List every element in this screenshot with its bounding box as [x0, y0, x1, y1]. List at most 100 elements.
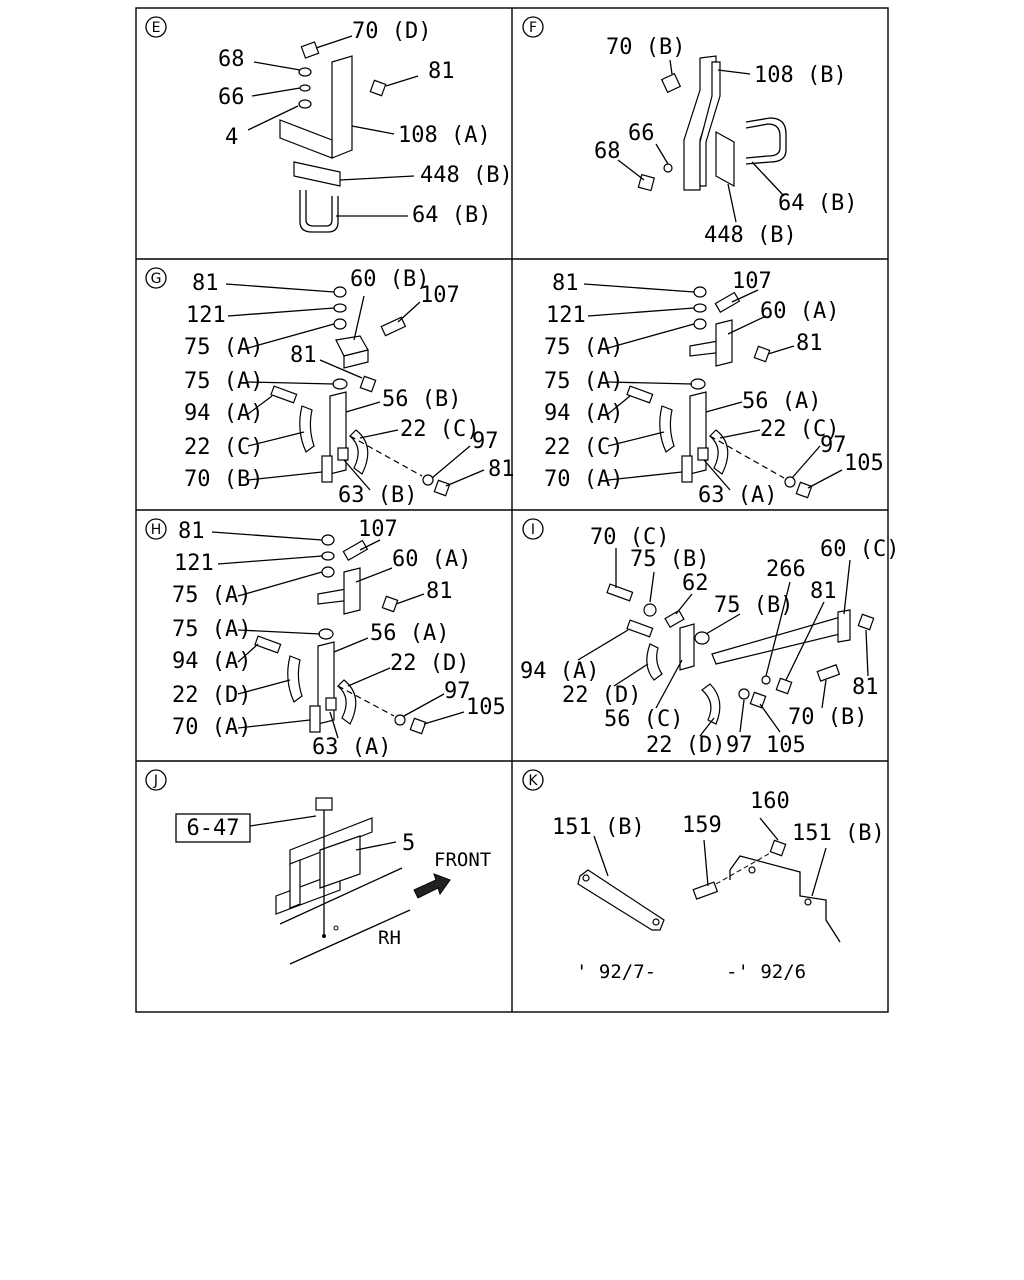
panel-g: G — [145, 267, 884, 508]
panel-i-label-11: 70 (B) — [788, 705, 867, 730]
panel-k-label-2: 159 — [682, 813, 722, 838]
panel-g-left-label-10: 22 (C) — [400, 417, 479, 442]
panel-g-left-label-13: 81 — [488, 457, 515, 482]
panel-i-label-13: 97 — [726, 733, 753, 758]
panel-i-label-14: 105 — [766, 733, 806, 758]
panel-h-label-4: 75 (A) — [172, 583, 251, 608]
panel-h-label-3: 60 (A) — [392, 547, 471, 572]
panel-g-left-label-6: 75 (A) — [184, 369, 263, 394]
panel-h-label-10: 22 (D) — [390, 651, 469, 676]
panel-h-label-13: 70 (A) — [172, 715, 251, 740]
panel-i-label-0: 70 (C) — [590, 525, 669, 550]
panel-i-label-2: 62 — [682, 571, 709, 596]
panel-g-right-label-9: 22 (C) — [544, 435, 623, 460]
panel-g-right-label-14: 63 (A) — [698, 483, 777, 508]
panel-i-label-8: 22 (D) — [562, 683, 641, 708]
panel-g-right-label-3: 60 (A) — [760, 299, 839, 324]
panel-k-date-left: ' 92/7- — [576, 961, 656, 983]
panel-g-right-drawing — [626, 286, 813, 499]
panel-f-label-2: 66 — [628, 121, 655, 146]
panel-i-label-9: 81 — [852, 675, 879, 700]
panel-j-ref-box: 6-47 — [187, 816, 240, 841]
panel-g-right-label-5: 81 — [796, 331, 823, 356]
panel-e-label-7: 64 (B) — [412, 203, 491, 228]
panel-f-label-3: 68 — [594, 139, 621, 164]
panel-g-left-label-0: 81 — [192, 271, 219, 296]
panel-h-label-1: 107 — [358, 517, 398, 542]
panel-g-left-label-8: 56 (B) — [382, 387, 461, 412]
panel-f-label-4: 64 (B) — [778, 191, 857, 216]
panel-i-label-10: 56 (C) — [604, 707, 683, 732]
panel-i-label-12: 22 (D) — [646, 733, 725, 758]
panel-i-label-6: 81 — [810, 579, 837, 604]
panel-k-date-right: -' 92/6 — [726, 961, 806, 983]
panel-g-left-label-1: 60 (B) — [350, 267, 429, 292]
panel-h-id: H — [151, 522, 162, 538]
panel-j-id: J — [153, 773, 158, 789]
panel-e: E 70 (D) 68 81 66 4 108 (A) 448 (B) — [145, 16, 513, 233]
panel-h-label-7: 56 (A) — [370, 621, 449, 646]
panel-i-id: I — [531, 522, 535, 538]
panel-j-label-0: 5 — [402, 831, 415, 856]
panel-e-label-5: 108 (A) — [398, 123, 491, 148]
panel-k-label-1: 160 — [750, 789, 790, 814]
panel-g-right-label-8: 94 (A) — [544, 401, 623, 426]
panel-k-label-0: 151 (B) — [552, 815, 645, 840]
panel-j-direction: FRONT — [434, 849, 491, 871]
panel-g-right-label-1: 107 — [732, 269, 772, 294]
panel-f-label-5: 448 (B) — [704, 223, 797, 248]
panel-j-drawing — [275, 797, 411, 965]
panel-g-right-label-0: 81 — [552, 271, 579, 296]
panel-h-label-5: 81 — [426, 579, 453, 604]
panel-e-label-6: 448 (B) — [420, 163, 513, 188]
panel-i-drawing — [606, 583, 875, 725]
panel-h-label-11: 97 — [444, 679, 471, 704]
panel-g-right-label-12: 105 — [844, 451, 884, 476]
panel-f-label-1: 108 (B) — [754, 63, 847, 88]
panel-e-label-1: 68 — [218, 47, 245, 72]
panel-g-left-label-2: 107 — [420, 283, 460, 308]
front-arrow-icon — [413, 873, 451, 899]
panel-g-left-label-7: 94 (A) — [184, 401, 263, 426]
panel-i-label-4: 60 (C) — [820, 537, 899, 562]
panel-e-id: E — [152, 20, 161, 36]
panel-g-left-label-3: 121 — [186, 303, 226, 328]
panel-i-label-1: 75 (B) — [630, 547, 709, 572]
panel-e-label-3: 66 — [218, 85, 245, 110]
panel-g-id: G — [151, 271, 162, 287]
panel-g-left-label-4: 75 (A) — [184, 335, 263, 360]
panel-e-label-2: 81 — [428, 59, 455, 84]
panel-g-left-label-12: 70 (B) — [184, 467, 263, 492]
panel-g-right-label-10: 22 (C) — [760, 417, 839, 442]
panel-i: I — [520, 518, 899, 758]
panel-g-right-label-6: 75 (A) — [544, 369, 623, 394]
panel-h-label-8: 94 (A) — [172, 649, 251, 674]
panel-j-side: RH — [378, 927, 401, 949]
panel-k-label-3: 151 (B) — [792, 821, 885, 846]
panel-g-left-label-11: 97 — [472, 429, 499, 454]
panel-k: K 151 (B) 160 159 151 (B) ' 92/7- -' 92/… — [522, 769, 885, 983]
panel-g-right-label-11: 97 — [820, 433, 847, 458]
panel-g-right-label-4: 75 (A) — [544, 335, 623, 360]
panel-h-label-0: 81 — [178, 519, 205, 544]
panel-f-drawing — [637, 55, 787, 192]
panel-g-right-label-7: 56 (A) — [742, 389, 821, 414]
panel-g-right-label-13: 70 (A) — [544, 467, 623, 492]
panel-i-label-3: 266 — [766, 557, 806, 582]
panel-h-label-12: 105 — [466, 695, 506, 720]
panel-f-id: F — [529, 20, 537, 36]
panel-e-drawing — [279, 41, 387, 233]
panel-i-label-5: 75 (B) — [714, 593, 793, 618]
panel-g-left-drawing — [270, 286, 451, 497]
panel-h-drawing — [254, 534, 427, 735]
panel-g-left-label-5: 81 — [290, 343, 317, 368]
panel-f: F 70 (B) 108 (B) 66 68 64 (B) 448 (B) — [522, 16, 857, 248]
panel-f-label-0: 70 (B) — [606, 35, 685, 60]
grid-frame — [135, 7, 889, 1013]
panel-k-drawing — [577, 839, 841, 943]
panel-h-label-6: 75 (A) — [172, 617, 251, 642]
panel-e-label-4: 4 — [225, 125, 238, 150]
panel-h-label-2: 121 — [174, 551, 214, 576]
panel-k-id: K — [528, 773, 538, 789]
panel-g-left-label-14: 63 (B) — [338, 483, 417, 508]
